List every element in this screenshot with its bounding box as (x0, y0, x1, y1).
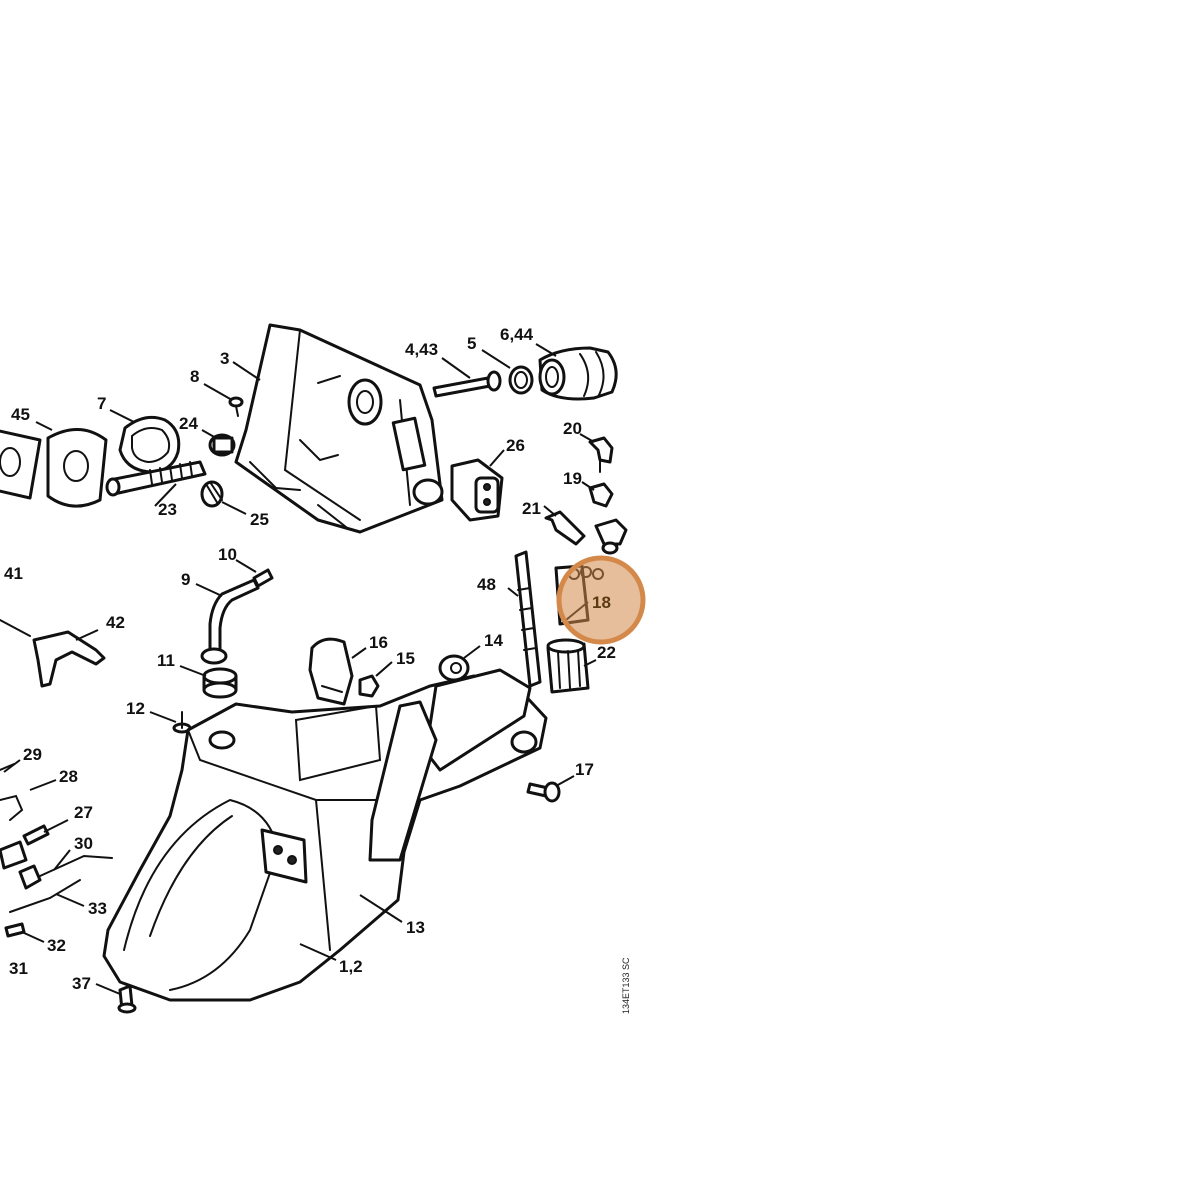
part-23-stud[interactable] (105, 460, 207, 497)
part-17-screw[interactable] (526, 781, 561, 803)
callout-18[interactable]: 18 (592, 593, 611, 612)
drawing-code: 134ET133 SC (621, 957, 631, 1014)
part-15-nut[interactable] (358, 674, 380, 698)
callout-48[interactable]: 48 (477, 575, 496, 594)
part-6-44-manifold[interactable] (538, 346, 618, 401)
part-19-fitting[interactable] (588, 482, 614, 508)
callout-23[interactable]: 23 (158, 500, 177, 519)
callout-19[interactable]: 19 (563, 469, 582, 488)
callout-30[interactable]: 30 (74, 834, 93, 853)
callout-33[interactable]: 33 (88, 899, 107, 918)
callout-32[interactable]: 32 (47, 936, 66, 955)
part-21-hose[interactable] (544, 510, 586, 546)
part-28-spring-clip[interactable] (0, 794, 24, 821)
part-7-gasket[interactable] (118, 415, 181, 474)
part-45-gasket[interactable] (0, 429, 42, 500)
part-5-ring[interactable] (508, 365, 534, 395)
callout-7[interactable]: 7 (97, 394, 106, 413)
callout-10[interactable]: 10 (218, 545, 237, 564)
callout-27[interactable]: 27 (74, 803, 93, 822)
callout-8[interactable]: 8 (190, 367, 199, 386)
callout-15[interactable]: 15 (396, 649, 415, 668)
callout-14[interactable]: 14 (484, 631, 503, 650)
part-32-pin[interactable] (4, 922, 26, 938)
part-14-washer[interactable] (438, 654, 470, 682)
callout-16[interactable]: 16 (369, 633, 388, 652)
callout-22[interactable]: 22 (597, 643, 616, 662)
part-22-fuel-filter[interactable] (546, 638, 590, 694)
callout-45[interactable]: 45 (11, 405, 30, 424)
callout-31[interactable]: 31 (9, 959, 28, 978)
part-37-screw[interactable] (117, 984, 137, 1014)
callout-20[interactable]: 20 (563, 419, 582, 438)
part-9-oil-pickup-line[interactable] (200, 578, 260, 665)
part-20-elbow-fitting[interactable] (588, 436, 614, 473)
callout-41[interactable]: 41 (4, 564, 23, 583)
part-25-spring[interactable] (200, 480, 224, 508)
part-4-43-bolt[interactable] (432, 370, 502, 398)
left-sleeve[interactable] (0, 840, 42, 890)
part-29-lever[interactable] (0, 763, 15, 771)
callout-25[interactable]: 25 (250, 510, 269, 529)
part-11-grommet[interactable] (202, 667, 238, 699)
part-16-cover[interactable] (308, 637, 354, 706)
callout-9[interactable]: 9 (181, 570, 190, 589)
callout-13[interactable]: 13 (406, 918, 425, 937)
part-42-lever[interactable] (32, 630, 106, 688)
part-30-lever[interactable] (39, 854, 113, 877)
part-8-screw[interactable] (228, 396, 244, 417)
callout-17[interactable]: 17 (575, 760, 594, 779)
callout-28[interactable]: 28 (59, 767, 78, 786)
part-27-pin[interactable] (22, 824, 50, 846)
callout-29[interactable]: 29 (23, 745, 42, 764)
part-26-connector[interactable] (450, 458, 504, 522)
callout-42[interactable]: 42 (106, 613, 125, 632)
part-1-2-tank-housing[interactable] (102, 668, 548, 1002)
part-41-cable[interactable] (0, 619, 31, 637)
callout-37[interactable]: 37 (72, 974, 91, 993)
highlight-part-18[interactable]: 18 (556, 555, 646, 645)
callout-1-2[interactable]: 1,2 (339, 957, 363, 976)
highlight-circle[interactable] (556, 555, 646, 645)
part-33-rod[interactable] (9, 879, 81, 913)
part-48-fuel-hose[interactable] (514, 550, 542, 688)
callout-4-43[interactable]: 4,43 (405, 340, 438, 359)
callout-labels: 1,2 3 4,43 5 6,44 7 8 9 10 11 12 13 14 1… (4, 325, 616, 993)
tank-vent-cap[interactable] (594, 518, 628, 555)
callout-21[interactable]: 21 (522, 499, 541, 518)
part-3-carburetor-box[interactable] (234, 323, 444, 534)
callout-6-44[interactable]: 6,44 (500, 325, 534, 344)
callout-3[interactable]: 3 (220, 349, 229, 368)
intake-flange-plate[interactable] (46, 428, 108, 508)
callout-26[interactable]: 26 (506, 436, 525, 455)
callout-11[interactable]: 11 (157, 651, 175, 670)
part-24-grommet[interactable] (208, 433, 236, 457)
callout-24[interactable]: 24 (179, 414, 198, 433)
leader-lines (3, 343, 597, 995)
callout-12[interactable]: 12 (126, 699, 145, 718)
callout-5[interactable]: 5 (467, 334, 476, 353)
part-13-warning-label[interactable] (260, 828, 308, 884)
